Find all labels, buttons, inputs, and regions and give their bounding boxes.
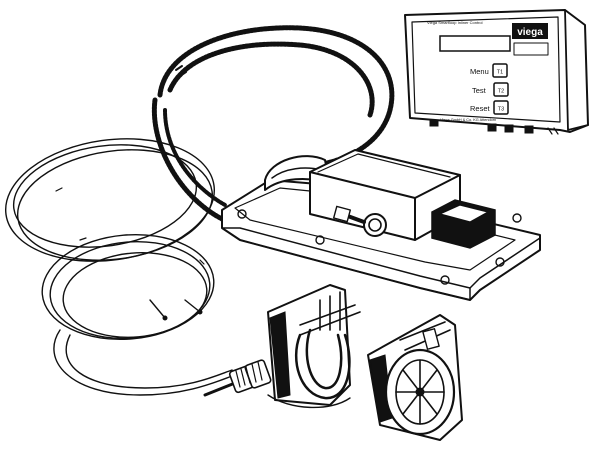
control-unit: Viega Smartloop Inliner Control viega Me… (404, 9, 589, 135)
control-unit-footer-text: Viega GmbH & Co. KG Attendorn (440, 118, 496, 122)
test-button-label: Test (472, 86, 487, 95)
control-unit-header-text: Viega Smartloop Inliner Control (427, 20, 483, 25)
lcd-display (439, 35, 511, 52)
brand-badge (512, 23, 548, 39)
cable-connector-plug (203, 359, 272, 397)
pipe-clamp-right (367, 314, 463, 441)
pipe-clamp-left (267, 284, 361, 409)
reset-button[interactable]: Reset T3 (470, 100, 509, 115)
test-button-key: T2 (498, 89, 504, 95)
thin-cable-coils (4, 138, 236, 396)
test-button[interactable]: Test T2 (472, 82, 509, 97)
menu-button-key: T1 (497, 70, 503, 76)
reset-button-label: Reset (470, 104, 491, 113)
reset-button-key: T3 (498, 107, 504, 113)
menu-button[interactable]: Menu T1 (470, 63, 508, 78)
sensor-base-unit (221, 149, 541, 301)
brand-logo: viega (517, 27, 543, 38)
menu-button-label: Menu (470, 67, 489, 76)
